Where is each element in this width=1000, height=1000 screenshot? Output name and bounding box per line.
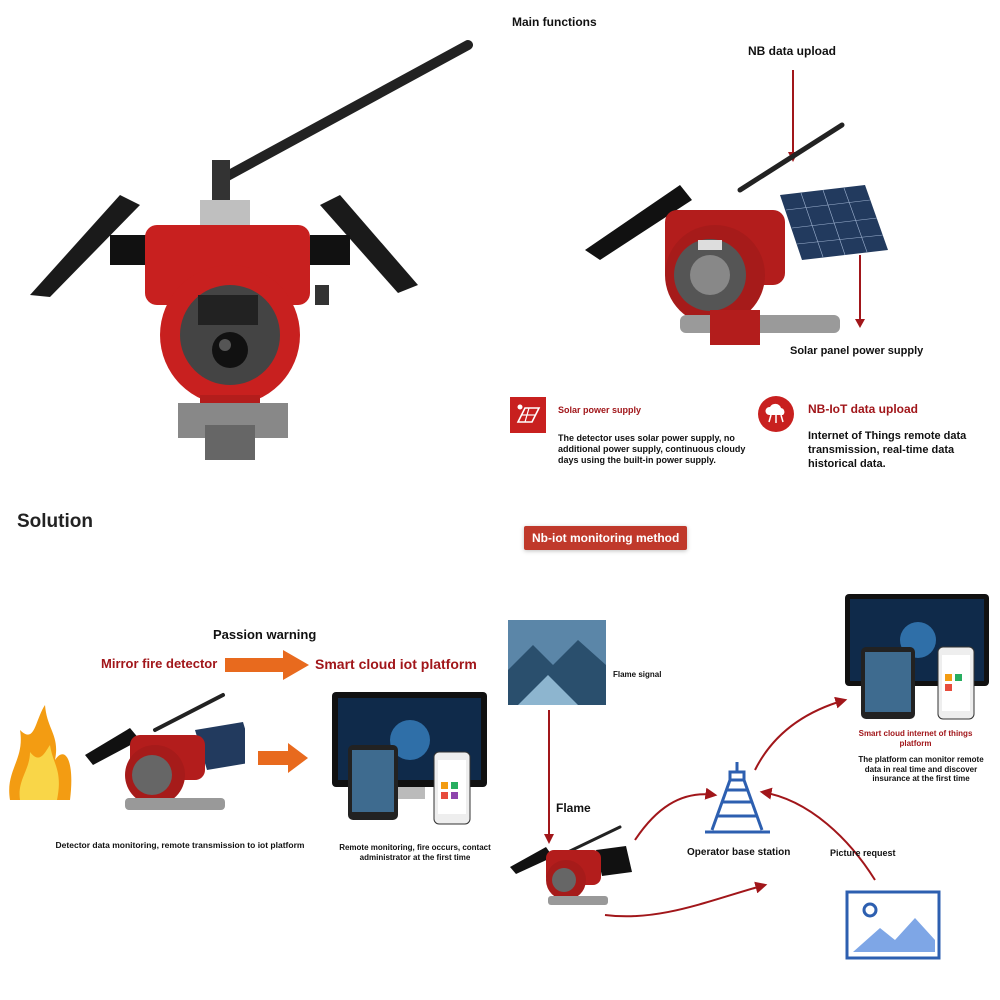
solar-power-supply-description: The detector uses solar power supply, no…: [558, 433, 746, 465]
flame-arrow-down: [544, 710, 554, 844]
nb-iot-monitoring-method-badge: Nb-iot monitoring method: [524, 526, 688, 550]
solution-title: Solution: [17, 511, 93, 532]
platform-devices-image: [332, 692, 487, 825]
platform-caption: The platform can monitor remote data in …: [858, 755, 984, 784]
small-detector-image: [510, 825, 632, 905]
remote-monitoring-caption: Remote monitoring, fire occurs, contact …: [339, 843, 491, 862]
mirror-fire-detector-label: Mirror fire detector: [101, 656, 218, 671]
orange-arrow-icon: [225, 650, 309, 680]
smart-cloud-things-platform-label: Smart cloud internet of things platform: [858, 729, 973, 748]
platform-devices-2-image: [845, 594, 989, 720]
passion-warning-label: Passion warning: [213, 627, 317, 642]
cloud-network-icon: [758, 396, 794, 432]
smart-cloud-iot-platform-label: Smart cloud iot platform: [315, 656, 477, 672]
main-functions-title: Main functions: [512, 15, 597, 29]
solar-panel-icon: [510, 397, 546, 433]
nb-data-upload-label: NB data upload: [748, 44, 837, 58]
picture-icon: [845, 890, 941, 960]
flow-arrows: [604, 696, 876, 918]
detector-product-image: [30, 40, 473, 460]
flame-label: Flame: [556, 801, 591, 815]
detector-data-monitoring-caption: Detector data monitoring, remote transmi…: [55, 840, 305, 850]
nb-iot-data-upload-title: NB-IoT data upload: [808, 402, 918, 416]
solar-power-supply-title: Solar power supply: [558, 405, 642, 415]
fire-and-detector-image: [9, 693, 245, 810]
base-station-tower-icon: [705, 762, 770, 834]
flame-signal-photo: [508, 620, 606, 705]
orange-arrow-2-icon: [258, 743, 308, 773]
picture-request-label: Picture request: [830, 848, 896, 858]
detector-with-solar-panel-image: [585, 70, 888, 345]
flame-signal-label: Flame signal: [613, 670, 662, 679]
operator-base-station-label: Operator base station: [687, 847, 791, 858]
nb-iot-data-upload-description: Internet of Things remote data transmiss…: [808, 430, 967, 470]
solar-panel-power-supply-label: Solar panel power supply: [790, 345, 924, 357]
